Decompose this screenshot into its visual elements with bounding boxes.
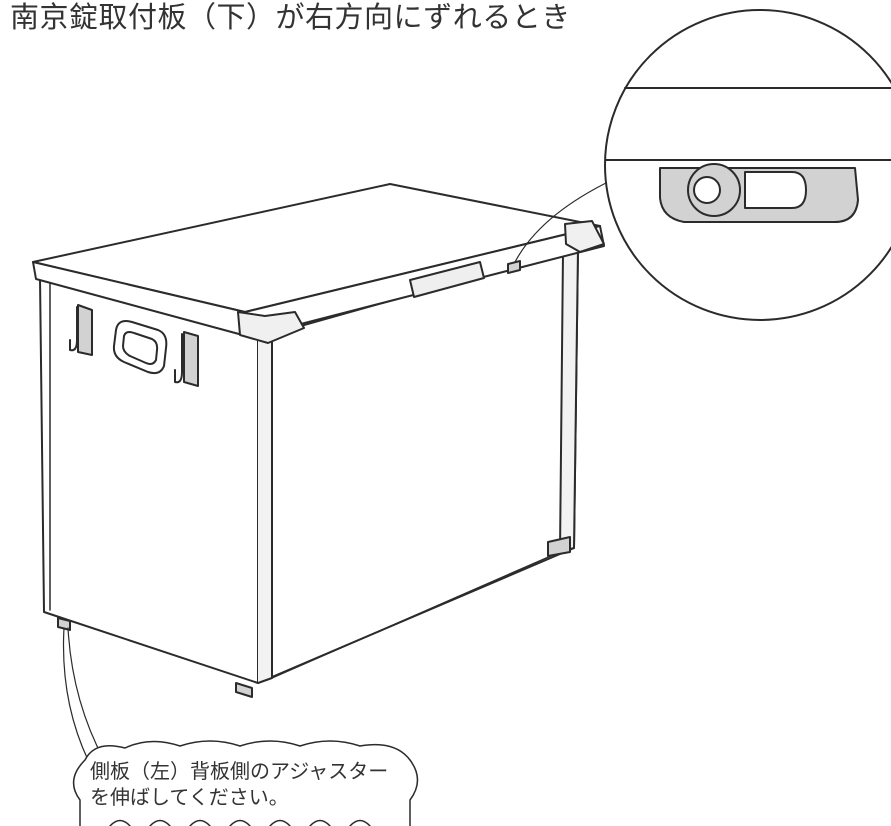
lid-corner-right xyxy=(564,220,605,253)
front-panel-frame-right xyxy=(559,247,579,553)
page-title: 南京錠取付板（下）が右方向にずれるとき xyxy=(10,0,571,34)
callout-cloud xyxy=(72,740,419,826)
front-panel-inner-edge xyxy=(271,551,561,679)
hook-right-plate xyxy=(183,331,199,387)
magnifier-circle xyxy=(604,9,891,321)
leader-line-callout xyxy=(62,627,105,761)
foot-front-left xyxy=(235,682,253,698)
hook-right xyxy=(174,333,183,384)
magnifier-slot xyxy=(744,171,807,209)
callout-bottom-scallops xyxy=(109,819,371,826)
magnifier-hole xyxy=(693,176,721,204)
callout-note: 側板（左）背板側のアジャスター を伸ばしてください。 xyxy=(90,758,388,810)
side-handle-outer xyxy=(112,320,168,375)
front-panel-frame-left xyxy=(257,337,273,684)
lid-handle xyxy=(409,261,485,298)
callout-line-1: 側板（左）背板側のアジャスター xyxy=(90,759,389,783)
leader-line-magnifier xyxy=(514,179,613,263)
hook-left xyxy=(69,306,78,352)
foot-left-rear xyxy=(57,617,71,631)
lock-plate xyxy=(507,260,521,274)
side-handle-inner xyxy=(122,331,159,365)
lid-corner-left xyxy=(237,311,305,344)
hook-left-plate xyxy=(77,304,93,356)
callout-line-2: を伸ばしてください。 xyxy=(90,785,289,809)
foot-front-right xyxy=(547,536,571,557)
